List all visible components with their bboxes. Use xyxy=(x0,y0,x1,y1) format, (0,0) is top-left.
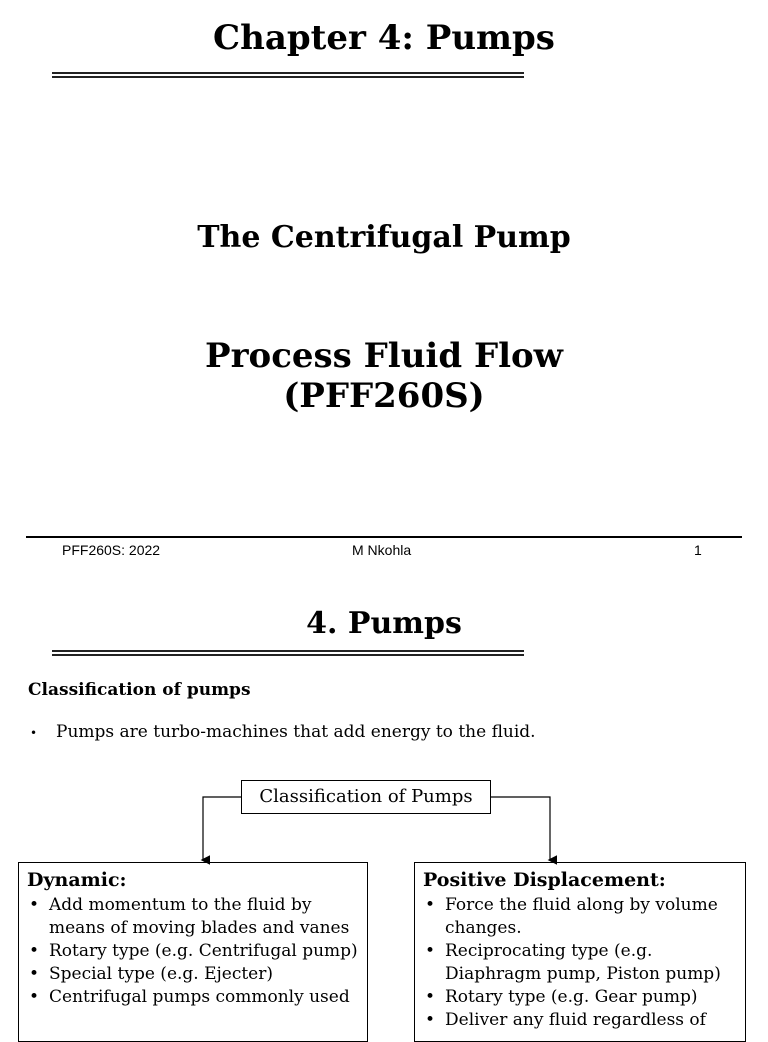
slide2-title: 4. Pumps xyxy=(306,606,462,641)
slide1-title: Chapter 4: Pumps xyxy=(213,18,555,58)
footer-left: PFF260S: 2022 xyxy=(62,542,161,558)
dynamic-heading: Dynamic: xyxy=(27,869,127,891)
classification-root-box: Classification of Pumps xyxy=(241,780,491,814)
intro-bullet-text: Pumps are turbo-machines that add energy… xyxy=(56,722,536,742)
footer-center: M Nkohla xyxy=(352,542,412,558)
positive-displacement-heading: Positive Displacement: xyxy=(423,869,666,891)
course-title: Process Fluid Flow (PFF260S) xyxy=(0,336,768,416)
section-heading: Classification of pumps xyxy=(28,680,251,700)
slide1-subtitle: The Centrifugal Pump xyxy=(197,220,571,255)
list-item: Reciprocating type (e.g. Diaphragm pump,… xyxy=(423,940,737,986)
positive-displacement-list: Force the fluid along by volume changes.… xyxy=(423,894,737,1032)
course-line-1: Process Fluid Flow xyxy=(205,336,563,376)
dynamic-pumps-panel: Dynamic: Add momentum to the fluid by me… xyxy=(18,862,368,1042)
dynamic-list: Add momentum to the fluid by means of mo… xyxy=(27,894,359,1009)
list-item: Rotary type (e.g. Gear pump) xyxy=(423,986,737,1009)
list-item: Special type (e.g. Ejecter) xyxy=(27,963,359,986)
list-item: Deliver any fluid regardless of xyxy=(423,1009,737,1032)
positive-displacement-panel: Positive Displacement: Force the fluid a… xyxy=(414,862,746,1042)
course-line-2: (PFF260S) xyxy=(283,376,485,416)
list-item: Centrifugal pumps commonly used xyxy=(27,986,359,1009)
list-item: Add momentum to the fluid by means of mo… xyxy=(27,894,359,940)
list-item: Force the fluid along by volume changes. xyxy=(423,894,737,940)
footer-page-number: 1 xyxy=(694,542,702,558)
footer-divider xyxy=(26,536,742,538)
bullet-icon: • xyxy=(30,725,38,740)
title-underline xyxy=(52,72,524,78)
connector-right xyxy=(491,796,558,865)
connector-left xyxy=(200,796,241,865)
slide2-title-underline xyxy=(52,650,524,656)
list-item: Rotary type (e.g. Centrifugal pump) xyxy=(27,940,359,963)
intro-bullet: • Pumps are turbo-machines that add energ… xyxy=(30,722,536,742)
